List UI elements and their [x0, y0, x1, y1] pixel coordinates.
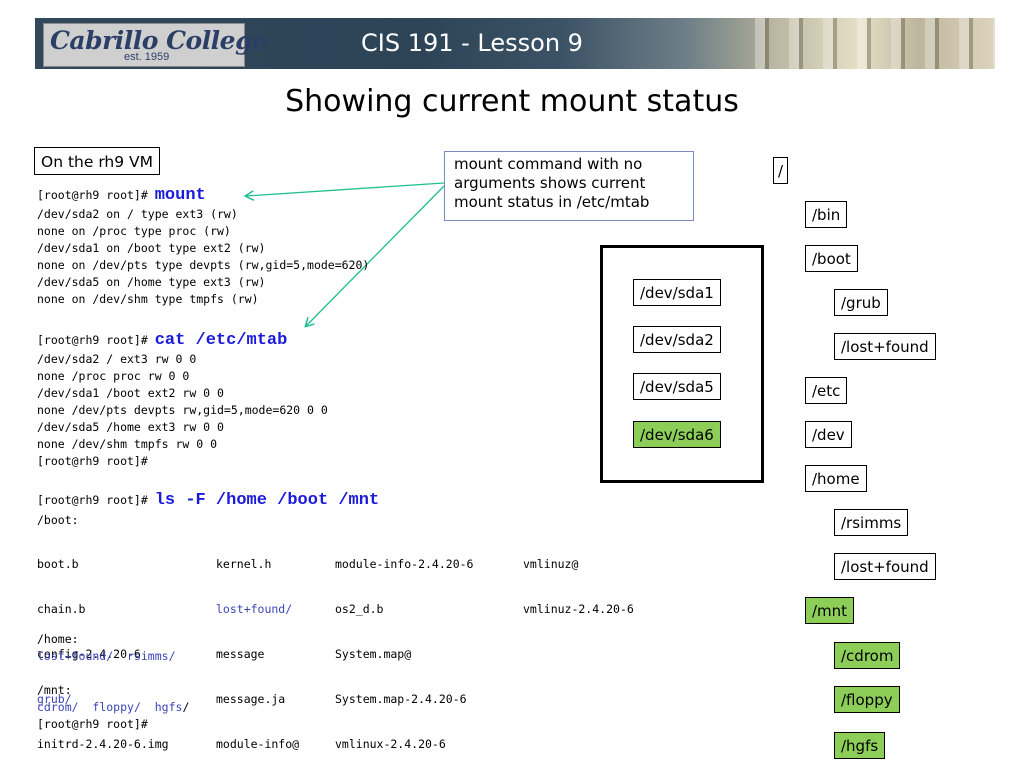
course-title: CIS 191 - Lesson 9: [361, 29, 583, 57]
command-mount: mount: [154, 186, 206, 205]
tree-boot: /boot: [805, 245, 858, 272]
prompt: [root@rh9 root]#: [37, 493, 148, 507]
tree-rsimms: /rsimms: [834, 509, 909, 536]
list-item: initrd-2.4.20-6.img: [37, 737, 169, 751]
tree-grub: /grub: [834, 289, 888, 316]
list-item: rsimms/: [127, 649, 176, 663]
callout-line-3: mount status in /etc/mtab: [454, 193, 650, 211]
list-item: cdrom/: [37, 700, 79, 714]
logo-est: est. 1959: [124, 51, 170, 63]
list-item: System.map@: [335, 647, 412, 661]
list-item: boot.b: [37, 557, 79, 571]
building-columns-image: [755, 18, 995, 69]
list-item: vmlinuz-2.4.20-6: [523, 602, 634, 616]
output-line: /dev/sda5 on /home type ext3 (rw): [37, 275, 266, 289]
list-item: module-info@: [216, 737, 300, 751]
callout-box: mount command with no arguments shows cu…: [444, 151, 694, 221]
output-line: /dev/sda5 /home ext3 rw 0 0: [37, 420, 224, 434]
tree-home-lost-found: /lost+found: [834, 553, 936, 580]
output-line: /dev/sda1 on /boot type ext2 (rw): [37, 241, 266, 255]
prompt-line-ls: [root@rh9 root]# ls -F /home /boot /mnt: [37, 492, 379, 509]
prompt-line-final: [root@rh9 root]#: [37, 717, 148, 731]
output-line: /dev/sda1 /boot ext2 rw 0 0: [37, 386, 224, 400]
callout-line-1: mount command with no: [454, 155, 643, 173]
college-logo: Cabrillo College est. 1959: [43, 23, 268, 67]
list-item: System.map-2.4.20-6: [335, 692, 467, 706]
device-sda6: /dev/sda6: [633, 421, 721, 448]
device-sda1: /dev/sda1: [633, 279, 721, 306]
prompt-line-mount: [root@rh9 root]# mount: [37, 187, 206, 204]
boot-header: /boot:: [37, 513, 79, 527]
prompt: [root@rh9 root]#: [37, 188, 148, 202]
list-item: message.ja: [216, 692, 286, 706]
output-line: none on /proc type proc (rw): [37, 224, 231, 238]
vm-label: On the rh9 VM: [34, 147, 161, 175]
trailing-slash: /: [182, 700, 190, 714]
tree-bin: /bin: [805, 201, 848, 228]
output-line: /dev/sda2 on / type ext3 (rw): [37, 207, 238, 221]
list-item: floppy/: [92, 700, 141, 714]
list-item: lost+found/: [216, 602, 293, 616]
list-item: message: [216, 647, 265, 661]
boot-column-4: vmlinuz@ vmlinuz-2.4.20-6: [523, 529, 634, 647]
prompt: [root@rh9 root]#: [37, 333, 148, 347]
tree-etc: /etc: [805, 377, 848, 404]
tree-dev: /dev: [805, 421, 852, 448]
slide-title: Showing current mount status: [285, 84, 739, 119]
home-header: /home:: [37, 632, 79, 646]
tree-boot-lost-found: /lost+found: [834, 333, 936, 360]
logo-name: Cabrillo College: [50, 26, 268, 55]
list-item: grub/: [37, 692, 72, 706]
list-item: vmlinux-2.4.20-6: [335, 737, 446, 751]
output-line: /dev/sda2 / ext3 rw 0 0: [37, 352, 197, 366]
arrow-to-cat: [306, 185, 445, 326]
tree-floppy: /floppy: [834, 686, 900, 713]
list-item: hgfs: [154, 700, 183, 714]
tree-root: /: [773, 157, 789, 184]
device-sda5: /dev/sda5: [633, 373, 721, 400]
command-ls: ls -F /home /boot /mnt: [154, 491, 380, 510]
boot-column-3: module-info-2.4.20-6 os2_d.b System.map@…: [335, 529, 473, 782]
command-cat: cat /etc/mtab: [154, 331, 288, 350]
tree-cdrom: /cdrom: [834, 642, 901, 669]
header-banner: Cabrillo College est. 1959 CIS 191 - Les…: [35, 18, 995, 69]
list-item: vmlinuz@: [523, 557, 579, 571]
list-item: os2_d.b: [335, 602, 384, 616]
boot-column-2: kernel.h lost+found/ message message.ja …: [216, 529, 299, 782]
boot-column-1: boot.b chain.b config-2.4.20-6 grub/ ini…: [37, 529, 169, 782]
mnt-header: /mnt:: [37, 683, 72, 697]
output-line: none /dev/shm tmpfs rw 0 0: [37, 437, 218, 451]
callout-line-2: arguments shows current: [454, 174, 646, 192]
prompt-line-empty: [root@rh9 root]#: [37, 454, 148, 468]
home-listing: lost+found/ rsimms/: [37, 648, 176, 665]
device-sda2: /dev/sda2: [633, 326, 721, 353]
tree-hgfs: /hgfs: [834, 732, 886, 759]
list-item: kernel.h: [216, 557, 272, 571]
tree-home: /home: [805, 465, 867, 492]
output-line: none on /dev/shm type tmpfs (rw): [37, 292, 259, 306]
list-item: lost+found/: [37, 649, 114, 663]
prompt-line-cat: [root@rh9 root]# cat /etc/mtab: [37, 332, 287, 349]
tree-mnt: /mnt: [805, 597, 855, 624]
output-line: none /proc proc rw 0 0: [37, 369, 190, 383]
output-line: none on /dev/pts type devpts (rw,gid=5,m…: [37, 258, 370, 272]
list-item: module-info-2.4.20-6: [335, 557, 474, 571]
list-item: config-2.4.20-6: [37, 647, 141, 661]
mnt-listing: cdrom/ floppy/ hgfs/: [37, 699, 189, 716]
output-line: none /dev/pts devpts rw,gid=5,mode=620 0…: [37, 403, 328, 417]
list-item: chain.b: [37, 602, 86, 616]
device-container: [600, 245, 764, 483]
arrow-to-mount: [246, 182, 445, 196]
